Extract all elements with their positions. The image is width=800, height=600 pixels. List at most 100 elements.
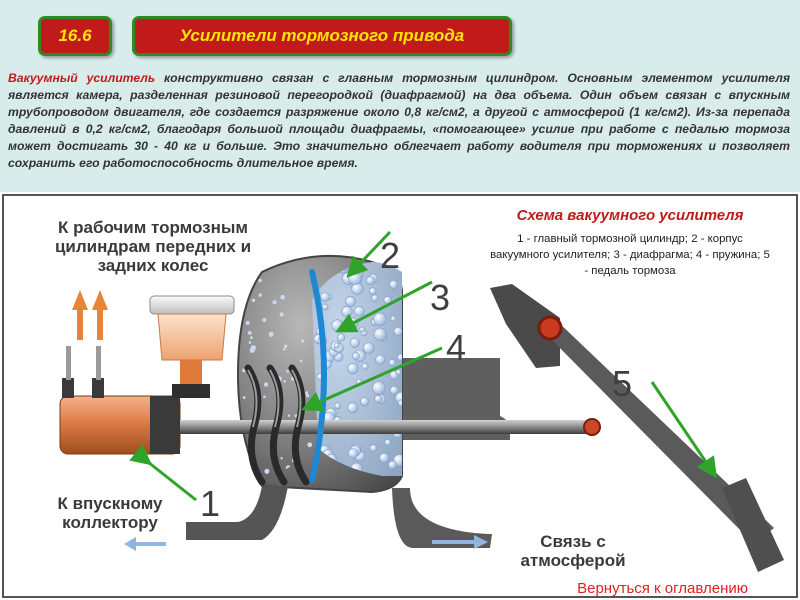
output-arrow-shaft bbox=[77, 308, 83, 340]
air-bubble bbox=[349, 337, 360, 348]
air-dot bbox=[283, 380, 286, 383]
air-bubble bbox=[353, 305, 365, 317]
air-dot bbox=[248, 341, 252, 344]
pedal-pivot bbox=[537, 315, 563, 341]
air-dot bbox=[280, 294, 285, 300]
atmosphere-pipe bbox=[392, 488, 492, 548]
air-dot bbox=[283, 347, 286, 351]
callout-arrows bbox=[129, 230, 718, 502]
reservoir-cap bbox=[149, 295, 235, 315]
output-arrows bbox=[72, 290, 108, 340]
legend-title: Схема вакуумного усилителя bbox=[516, 207, 744, 224]
back-to-contents-link[interactable]: Вернуться к оглавлению bbox=[577, 580, 748, 597]
reservoir-neck bbox=[180, 360, 202, 386]
air-dot bbox=[307, 442, 312, 448]
air-bubble bbox=[369, 444, 378, 452]
air-dot bbox=[287, 414, 291, 417]
outlet-fitting-2 bbox=[92, 378, 104, 398]
callout-arrow-3 bbox=[335, 280, 433, 333]
air-bubble bbox=[372, 381, 386, 395]
callout-arrow-2 bbox=[346, 230, 392, 278]
flow-arrow-intake bbox=[124, 537, 166, 551]
air-dot bbox=[272, 300, 277, 305]
air-bubble bbox=[373, 327, 387, 341]
air-bubble bbox=[389, 385, 399, 395]
brake-pedal-pad bbox=[722, 478, 784, 572]
air-bubble bbox=[321, 303, 329, 311]
output-arrow-head bbox=[72, 290, 88, 310]
label-intake-manifold: К впускному коллектору bbox=[57, 494, 163, 532]
air-dot bbox=[247, 331, 252, 335]
air-bubble bbox=[397, 399, 402, 407]
air-dot bbox=[245, 320, 250, 325]
air-bubble bbox=[375, 354, 386, 365]
air-bubble bbox=[384, 439, 392, 446]
air-bubble bbox=[361, 362, 369, 370]
legend-text: 1 - главный тормозной цилиндр; 2 - корпу… bbox=[490, 233, 770, 277]
air-dot bbox=[251, 298, 256, 302]
brake-pedal-arm bbox=[546, 320, 774, 544]
intro-text: конструктивно связан с главным тормозным… bbox=[8, 71, 790, 170]
callout-arrow-5 bbox=[650, 381, 718, 479]
output-arrow-shaft bbox=[97, 308, 103, 340]
pedal-bracket bbox=[490, 284, 560, 368]
rod-pedal-joint bbox=[583, 418, 601, 436]
air-bubble bbox=[320, 292, 330, 302]
air-dot bbox=[286, 369, 289, 373]
air-dot bbox=[301, 339, 305, 343]
spring-coil-highlight bbox=[247, 369, 258, 428]
air-dot bbox=[305, 391, 308, 395]
air-bubble bbox=[374, 394, 383, 403]
air-bubble bbox=[371, 294, 379, 302]
push-rod bbox=[180, 420, 598, 434]
air-bubble bbox=[390, 315, 397, 322]
air-dot bbox=[262, 318, 267, 322]
air-dot bbox=[305, 393, 310, 398]
air-bubble bbox=[397, 353, 402, 362]
air-bubble bbox=[393, 326, 402, 337]
reservoir-mount bbox=[172, 384, 210, 398]
air-bubble bbox=[395, 369, 402, 375]
air-bubble bbox=[388, 460, 397, 470]
air-dot bbox=[263, 395, 266, 399]
fluid-reservoir bbox=[157, 313, 227, 361]
air-dot bbox=[258, 293, 262, 297]
intro-lead-term: Вакуумный усилитель bbox=[8, 71, 156, 85]
air-dot bbox=[250, 336, 253, 339]
intro-paragraph: Вакуумный усилитель конструктивно связан… bbox=[8, 70, 790, 172]
air-dot bbox=[264, 468, 270, 474]
spring-coil-highlight bbox=[291, 369, 302, 428]
air-dot bbox=[264, 382, 269, 387]
air-bubble bbox=[334, 402, 342, 410]
callout-number-3: 3 bbox=[430, 277, 451, 318]
air-bubble bbox=[351, 352, 360, 360]
callout-number-2: 2 bbox=[380, 235, 401, 276]
air-bubble bbox=[373, 312, 387, 326]
air-bubble bbox=[347, 448, 359, 459]
air-bubble bbox=[365, 276, 375, 285]
air-bubble bbox=[341, 305, 353, 318]
brake-line-2 bbox=[96, 346, 101, 380]
callout-arrow-4 bbox=[301, 346, 443, 412]
air-bubble bbox=[351, 282, 364, 295]
booster-rear-boss bbox=[398, 358, 510, 440]
callout-number-4: 4 bbox=[446, 327, 467, 368]
section-number-badge: 16.6 bbox=[38, 16, 112, 56]
flow-arrow-atmosphere bbox=[432, 535, 488, 549]
air-dot bbox=[268, 331, 274, 337]
label-atmosphere: Связь с атмосферой bbox=[520, 532, 626, 570]
air-bubble bbox=[389, 279, 398, 289]
air-bubble bbox=[360, 397, 369, 406]
air-dot bbox=[242, 396, 246, 399]
air-bubble bbox=[388, 359, 396, 367]
air-dot bbox=[258, 278, 262, 283]
air-bubble bbox=[345, 295, 357, 307]
outlet-fitting-1 bbox=[62, 378, 74, 398]
slide-title: Усилители тормозного привода bbox=[132, 16, 512, 56]
air-dot bbox=[283, 344, 288, 348]
air-dot bbox=[279, 312, 284, 317]
diaphragm bbox=[309, 269, 327, 483]
air-bubble bbox=[379, 452, 390, 463]
air-dot bbox=[299, 359, 303, 363]
